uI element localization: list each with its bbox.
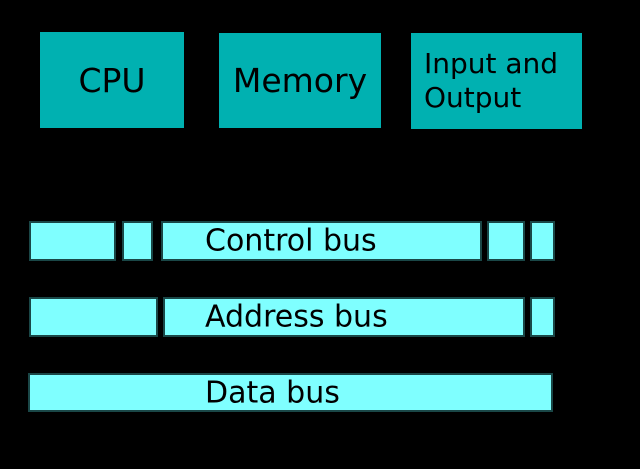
- input-output-label-line1: Input and: [424, 47, 559, 80]
- memory-label: Memory: [232, 61, 368, 100]
- control-bus-segment-4: [487, 221, 525, 261]
- input-output-label-line2: Output: [424, 81, 522, 114]
- control-bus: Control bus: [0, 221, 640, 261]
- control-bus-segment-5: [530, 221, 555, 261]
- control-bus-segment-2: [122, 221, 153, 261]
- control-bus-label: Control bus: [205, 223, 377, 259]
- cpu-label: CPU: [78, 60, 146, 100]
- address-bus-segment-1: [29, 297, 158, 337]
- address-bus-label: Address bus: [205, 299, 388, 335]
- data-bus-label: Data bus: [205, 375, 340, 410]
- data-bus-segment-1: [28, 373, 553, 412]
- address-bus-segment-2: [163, 297, 525, 337]
- address-bus-segment-3: [530, 297, 555, 337]
- memory-box: Memory: [219, 33, 381, 128]
- cpu-box: CPU: [40, 32, 184, 128]
- control-bus-segment-3: [161, 221, 482, 261]
- control-bus-segment-1: [29, 221, 116, 261]
- address-bus: Address bus: [0, 297, 640, 337]
- input-output-box: Input and Output: [411, 33, 582, 129]
- data-bus: Data bus: [0, 373, 640, 412]
